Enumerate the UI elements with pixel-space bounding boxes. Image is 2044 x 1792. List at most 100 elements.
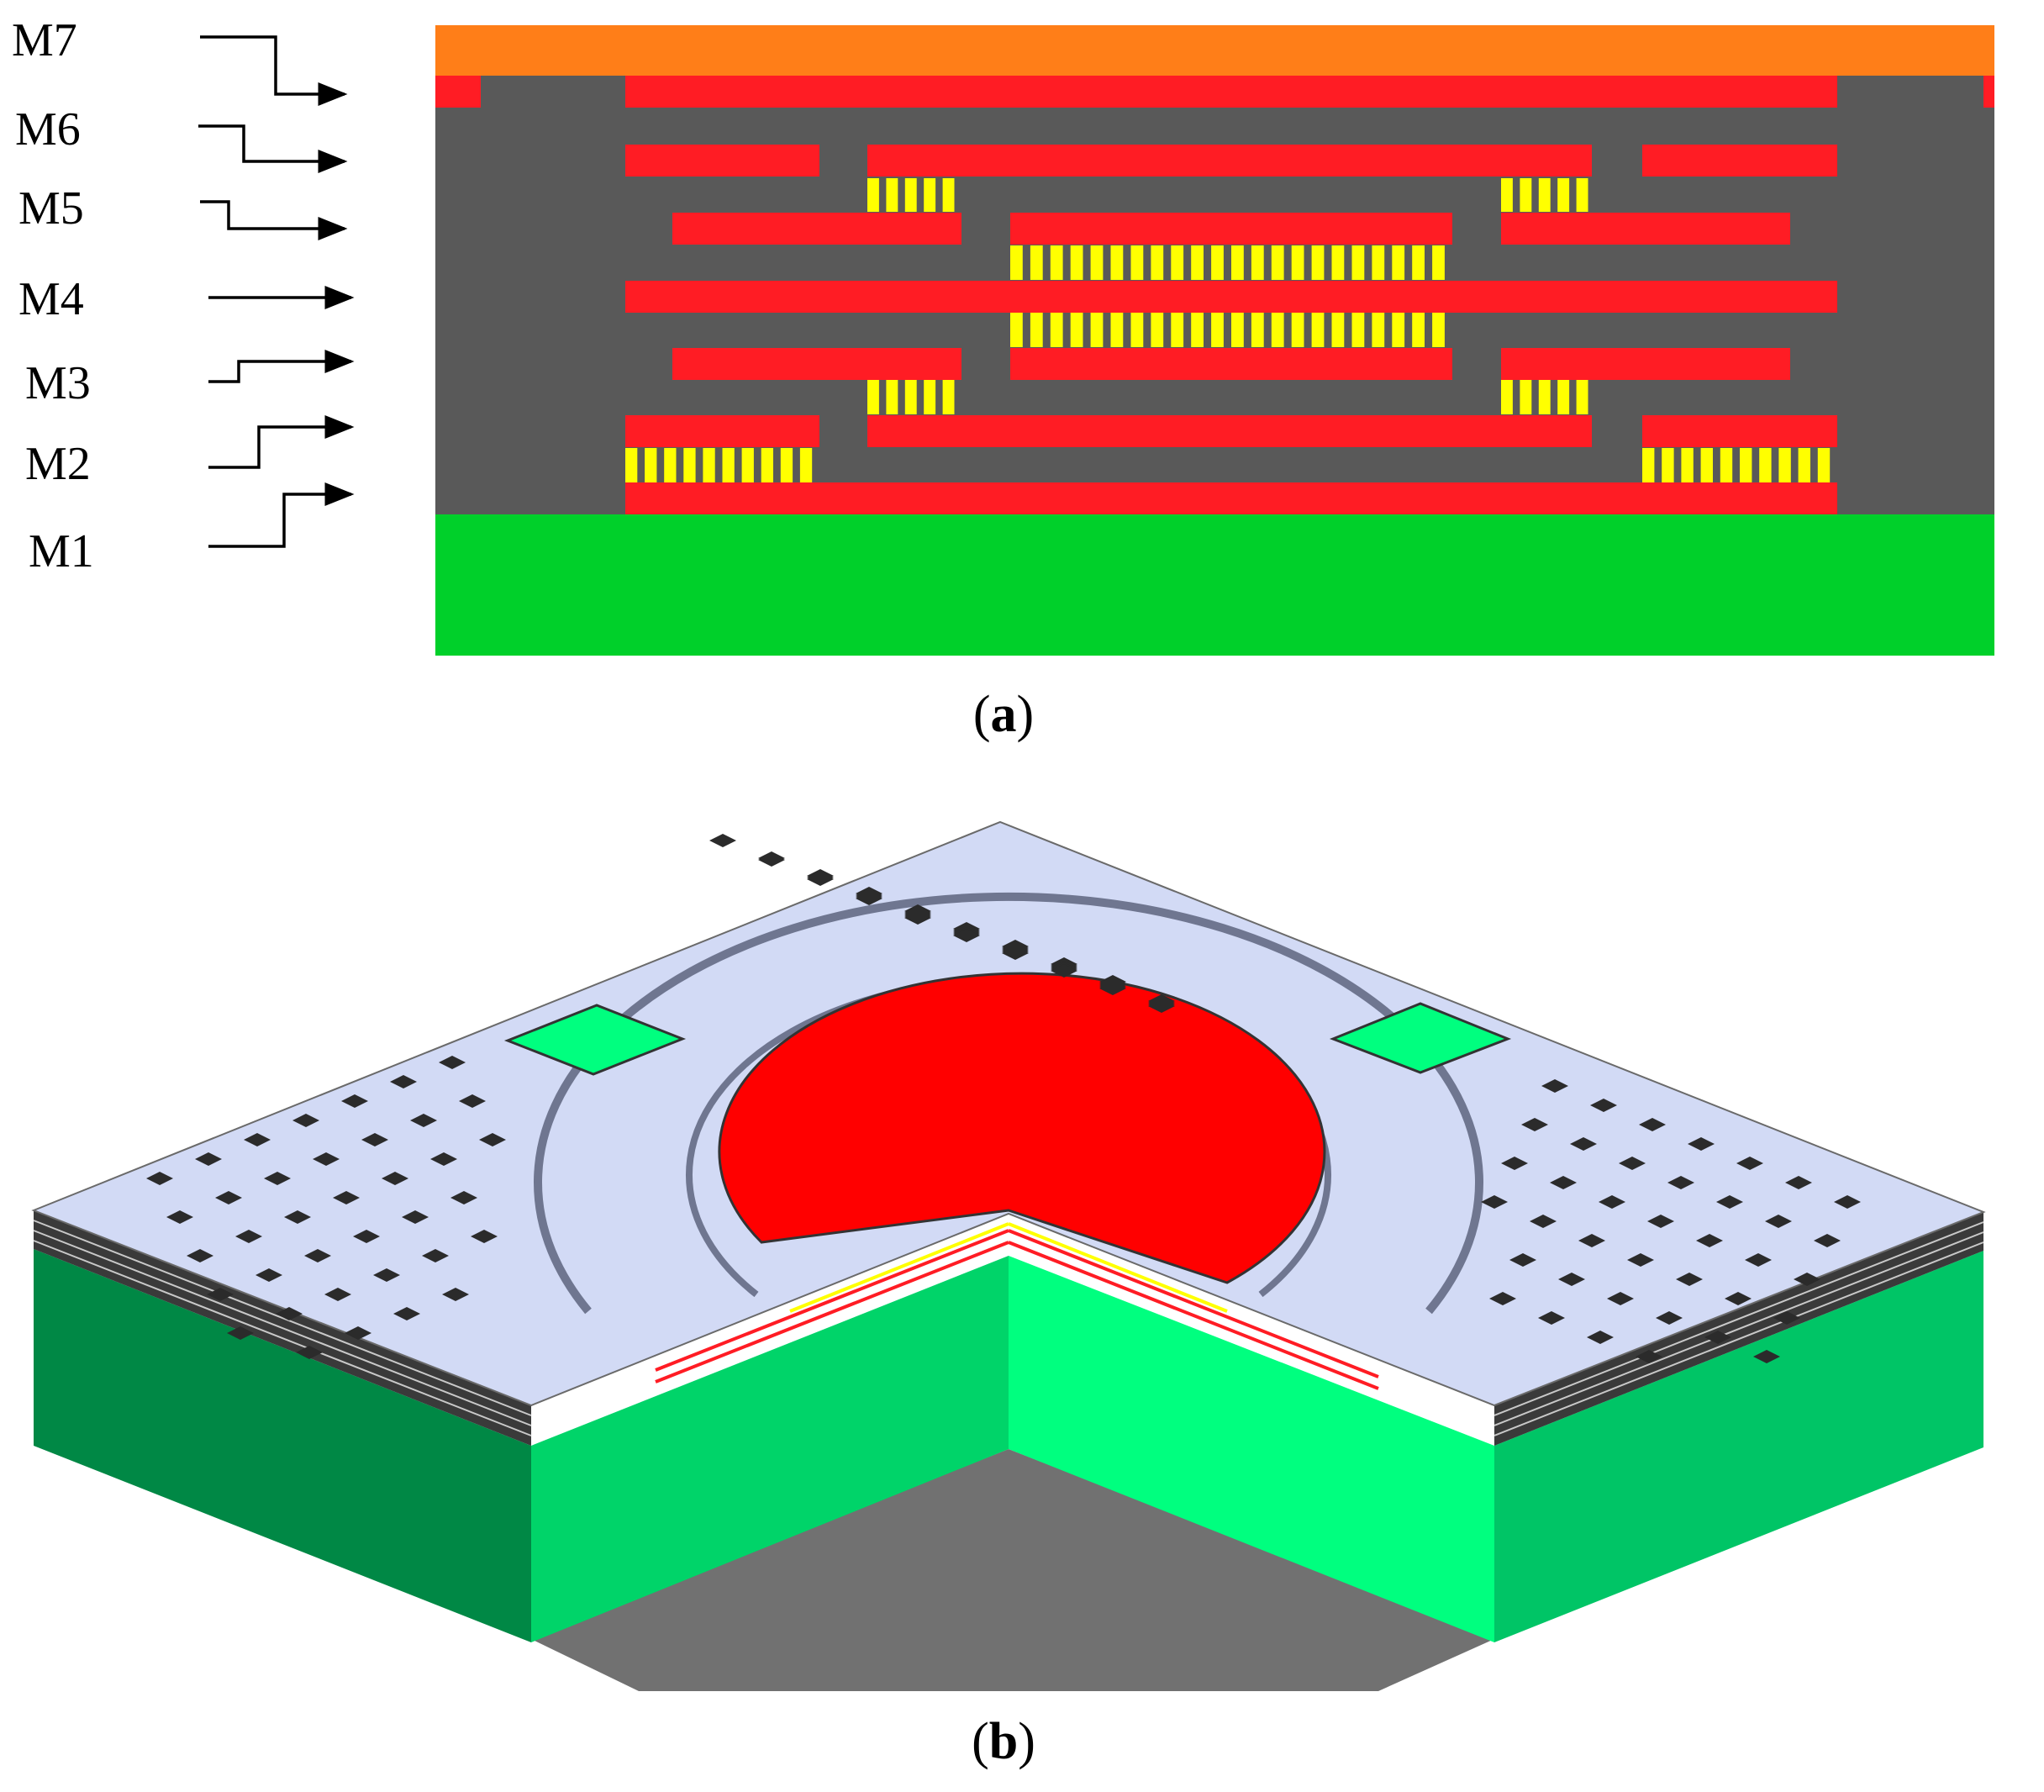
perforation-hole bbox=[1773, 1311, 1800, 1325]
perforation-hole bbox=[1538, 1311, 1565, 1325]
via-stripe bbox=[886, 380, 898, 414]
perforation-hole bbox=[450, 1191, 477, 1204]
via-stripe bbox=[1557, 178, 1570, 212]
m4-bar-center bbox=[1010, 213, 1452, 245]
perforation-hole bbox=[439, 1056, 466, 1069]
via-stripe bbox=[1798, 448, 1810, 482]
via-stripe bbox=[761, 448, 773, 482]
via-stripe bbox=[1211, 245, 1224, 280]
via-stripe bbox=[867, 380, 879, 414]
via-stripe bbox=[1070, 245, 1083, 280]
via-stripe bbox=[1110, 313, 1124, 347]
perforation-hole bbox=[1753, 1350, 1780, 1363]
top-orange-layer bbox=[435, 25, 1994, 76]
perforation-hole bbox=[361, 1133, 388, 1146]
via-stripe bbox=[1432, 245, 1445, 280]
perforation-hole bbox=[1530, 1215, 1557, 1228]
via-stripe bbox=[1171, 313, 1184, 347]
via-stripe bbox=[645, 448, 657, 482]
via-stripe bbox=[904, 380, 917, 414]
m1-bar-left bbox=[625, 415, 819, 447]
m5-bar-center bbox=[867, 145, 1592, 177]
via-stripe bbox=[1311, 245, 1325, 280]
perforation-hole bbox=[1489, 1292, 1516, 1305]
perforation-hole bbox=[276, 1307, 303, 1320]
layer-arrows bbox=[198, 35, 355, 548]
perforation-hole bbox=[1647, 1215, 1674, 1228]
m6-bar bbox=[625, 76, 1837, 108]
perforation-hole bbox=[1667, 1176, 1694, 1189]
substrate-right-face bbox=[1494, 1251, 1983, 1642]
via-stripe bbox=[1191, 313, 1204, 347]
perforation-hole bbox=[345, 1326, 371, 1340]
perforation-hole bbox=[471, 1230, 498, 1243]
via-stripe bbox=[1130, 245, 1144, 280]
via-stripe bbox=[1191, 245, 1204, 280]
perforation-hole bbox=[313, 1152, 340, 1166]
perforation-hole bbox=[1481, 1195, 1508, 1209]
via-stripe bbox=[1151, 313, 1164, 347]
perforation-holes bbox=[146, 834, 1861, 1363]
m5-bar-right bbox=[1642, 145, 1837, 177]
label-m1: M1 bbox=[29, 525, 94, 577]
perforation-hole bbox=[402, 1210, 429, 1224]
via-array-m2m1-left bbox=[867, 380, 961, 414]
perforation-hole bbox=[382, 1172, 408, 1185]
via-stripe bbox=[1538, 178, 1551, 212]
via-stripe bbox=[1050, 245, 1063, 280]
via-stripe bbox=[1412, 313, 1425, 347]
perforation-hole bbox=[296, 1346, 323, 1359]
via-stripe bbox=[1030, 313, 1043, 347]
perforation-hole bbox=[1570, 1137, 1597, 1151]
cut-shadow bbox=[531, 1449, 1494, 1691]
perforation-hole bbox=[1541, 1079, 1568, 1093]
via-stripe bbox=[1700, 448, 1713, 482]
perforation-hole bbox=[1051, 964, 1077, 978]
via-stripe bbox=[1740, 448, 1752, 482]
via-stripe bbox=[904, 178, 917, 212]
via-stripe bbox=[867, 178, 879, 212]
via-array-m5m4-left bbox=[867, 178, 961, 212]
perforation-hole bbox=[1558, 1273, 1585, 1286]
caption-b: (b) bbox=[972, 1713, 1035, 1770]
via-stripe bbox=[1538, 380, 1551, 414]
via-stripe bbox=[722, 448, 735, 482]
m2-bar-center bbox=[1010, 348, 1452, 380]
perforation-hole bbox=[304, 1249, 331, 1262]
m5-bar-left bbox=[625, 145, 819, 177]
via-stripe bbox=[1392, 313, 1405, 347]
perforation-hole bbox=[1636, 1350, 1662, 1363]
via-stripe bbox=[1576, 178, 1588, 212]
via-stripe bbox=[1311, 313, 1325, 347]
perforation-hole bbox=[1736, 1157, 1763, 1170]
via-stripe bbox=[924, 178, 936, 212]
via-stripe bbox=[1662, 448, 1674, 482]
corner-cutout-right bbox=[1329, 1002, 1512, 1074]
via-array-m1-bottom-right bbox=[1642, 448, 1837, 482]
via-stripe bbox=[1681, 448, 1694, 482]
perforation-hole bbox=[390, 1075, 417, 1088]
via-stripe bbox=[1090, 245, 1104, 280]
caption-a: (a) bbox=[973, 686, 1034, 743]
via-stripe bbox=[1778, 448, 1791, 482]
m4-bar-right bbox=[1501, 213, 1790, 245]
perforation-hole bbox=[410, 1114, 437, 1127]
via-stripe bbox=[1070, 313, 1083, 347]
perforation-hole bbox=[1550, 1176, 1577, 1189]
label-m2: M2 bbox=[25, 438, 91, 490]
via-stripe bbox=[1331, 245, 1345, 280]
via-stripe bbox=[1392, 245, 1405, 280]
m2-bar-right bbox=[1501, 348, 1790, 380]
perforation-hole bbox=[207, 1288, 234, 1301]
cut-face-left bbox=[531, 1256, 1009, 1642]
via-stripe bbox=[1642, 448, 1655, 482]
via-array-m2m1-right bbox=[1501, 380, 1595, 414]
perforation-hole bbox=[264, 1172, 291, 1185]
via-stripe bbox=[1501, 380, 1513, 414]
label-m6: M6 bbox=[15, 103, 81, 155]
via-stripe bbox=[1271, 245, 1284, 280]
label-m5: M5 bbox=[18, 182, 84, 235]
via-stripe bbox=[741, 448, 754, 482]
perforation-hole bbox=[1765, 1215, 1792, 1228]
arrow-m2 bbox=[208, 415, 355, 469]
